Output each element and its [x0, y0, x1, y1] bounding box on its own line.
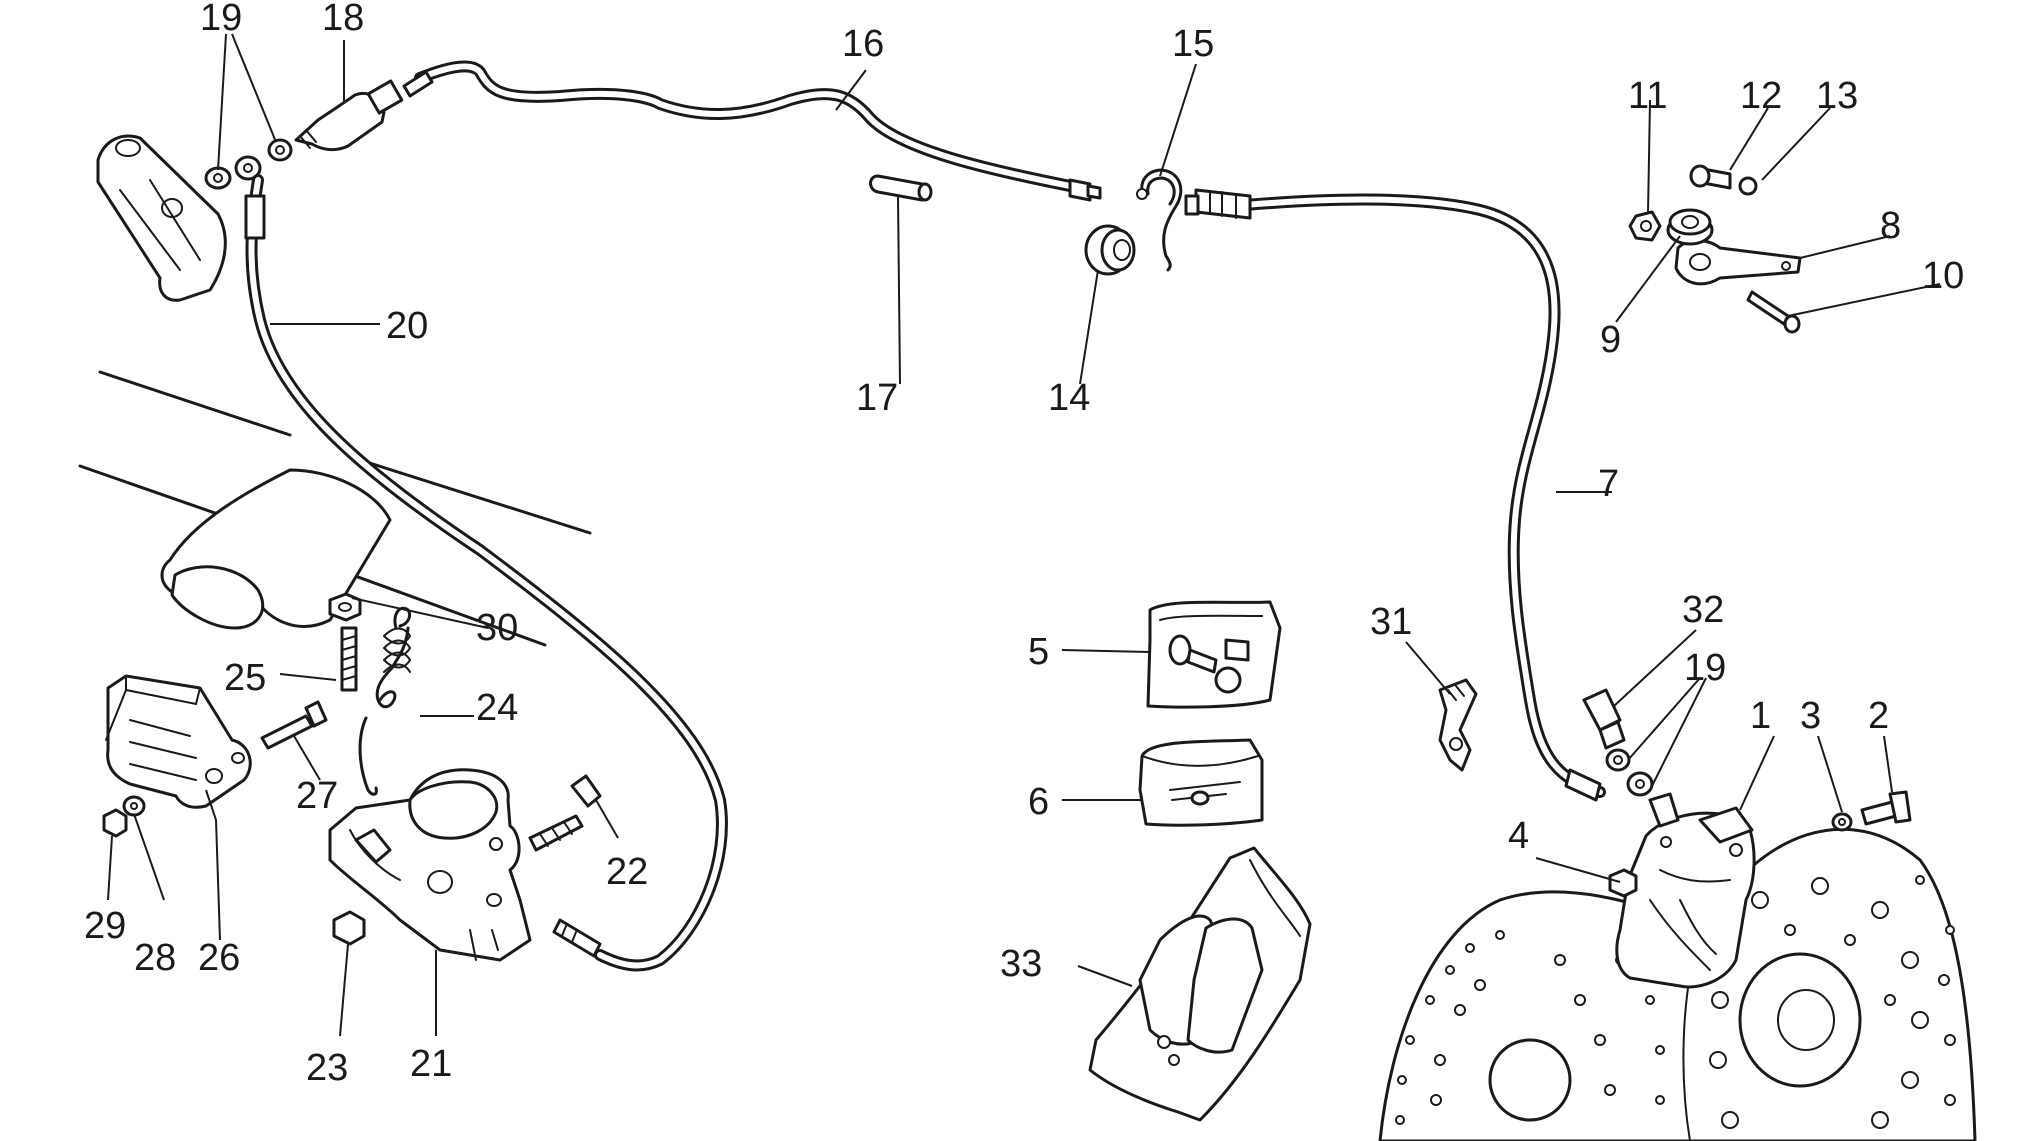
- rear-brake-caliper: [1615, 792, 1756, 989]
- nut-23: [332, 910, 366, 946]
- nut-29: [102, 808, 128, 838]
- washer-19-bottom: [1605, 748, 1654, 797]
- callout-21: 21: [410, 1043, 452, 1085]
- callout-3: 3: [1800, 695, 1821, 737]
- air-duct: [160, 468, 392, 630]
- callout-labels: 19 18 16 15 17 14 20 7 11 12 13 8 9 10 3…: [84, 0, 1964, 1089]
- callout-29: 29: [84, 905, 126, 947]
- callout-25: 25: [224, 657, 266, 699]
- callout-12: 12: [1740, 75, 1782, 117]
- brake-light-switch: [294, 79, 404, 152]
- pedal-bracket: [105, 674, 252, 809]
- brake-pads-kit: [1088, 846, 1312, 1122]
- callout-27: 27: [296, 775, 338, 817]
- callout-13: 13: [1816, 75, 1858, 117]
- callout-33: 33: [1000, 943, 1042, 985]
- brake-line-20: [244, 174, 728, 972]
- master-cylinder-bracket: [96, 134, 227, 302]
- bleeder-kit-5: [1146, 600, 1282, 709]
- callout-17: 17: [856, 377, 898, 419]
- brake-line-16: [402, 60, 1102, 202]
- hose-clip: [1136, 168, 1183, 272]
- callout-14: 14: [1048, 377, 1090, 419]
- grommet: [1084, 224, 1136, 276]
- nut-30: [328, 592, 362, 622]
- callout-9: 9: [1600, 319, 1621, 361]
- callout-30: 30: [476, 607, 518, 649]
- caliper-bolt: [1860, 790, 1912, 826]
- hose-clip-31: [1438, 678, 1478, 772]
- callout-23: 23: [306, 1047, 348, 1089]
- callout-32: 32: [1682, 589, 1724, 631]
- washer-28: [122, 795, 146, 817]
- return-spring: [358, 606, 412, 796]
- rear-master-cylinder: [328, 768, 532, 962]
- callout-26: 26: [198, 937, 240, 979]
- disc-holes: [1395, 875, 1956, 1129]
- callout-28: 28: [134, 937, 176, 979]
- callout-7: 7: [1598, 463, 1619, 505]
- callout-31: 31: [1370, 601, 1412, 643]
- leader-lines: [107, 33, 1941, 1037]
- bolt-27: [260, 700, 328, 750]
- callout-1: 1: [1750, 695, 1771, 737]
- callout-4: 4: [1508, 815, 1529, 857]
- hose-guide-bracket: [1628, 164, 1802, 334]
- pushrod-fitting: [552, 918, 602, 958]
- nut-4: [1608, 868, 1638, 898]
- bleed-screw: [1582, 688, 1626, 750]
- callout-18: 18: [322, 0, 364, 39]
- brake-line-7: [1184, 188, 1606, 802]
- adjuster-stud: [340, 626, 358, 692]
- callout-5: 5: [1028, 631, 1049, 673]
- callout-20: 20: [386, 305, 428, 347]
- bolt-22: [528, 774, 602, 852]
- callout-19-top: 19: [200, 0, 242, 39]
- callout-6: 6: [1028, 781, 1049, 823]
- callout-16: 16: [842, 23, 884, 65]
- callout-22: 22: [606, 851, 648, 893]
- callout-15: 15: [1172, 23, 1214, 65]
- callout-24: 24: [476, 687, 518, 729]
- callout-2: 2: [1868, 695, 1889, 737]
- washer-3: [1831, 812, 1853, 832]
- seal-kit-6: [1138, 738, 1264, 827]
- callout-11: 11: [1628, 75, 1667, 117]
- callout-8: 8: [1880, 205, 1901, 247]
- callout-19-bottom: 19: [1684, 647, 1726, 689]
- callout-10: 10: [1922, 255, 1964, 297]
- protective-sleeve: [869, 174, 933, 202]
